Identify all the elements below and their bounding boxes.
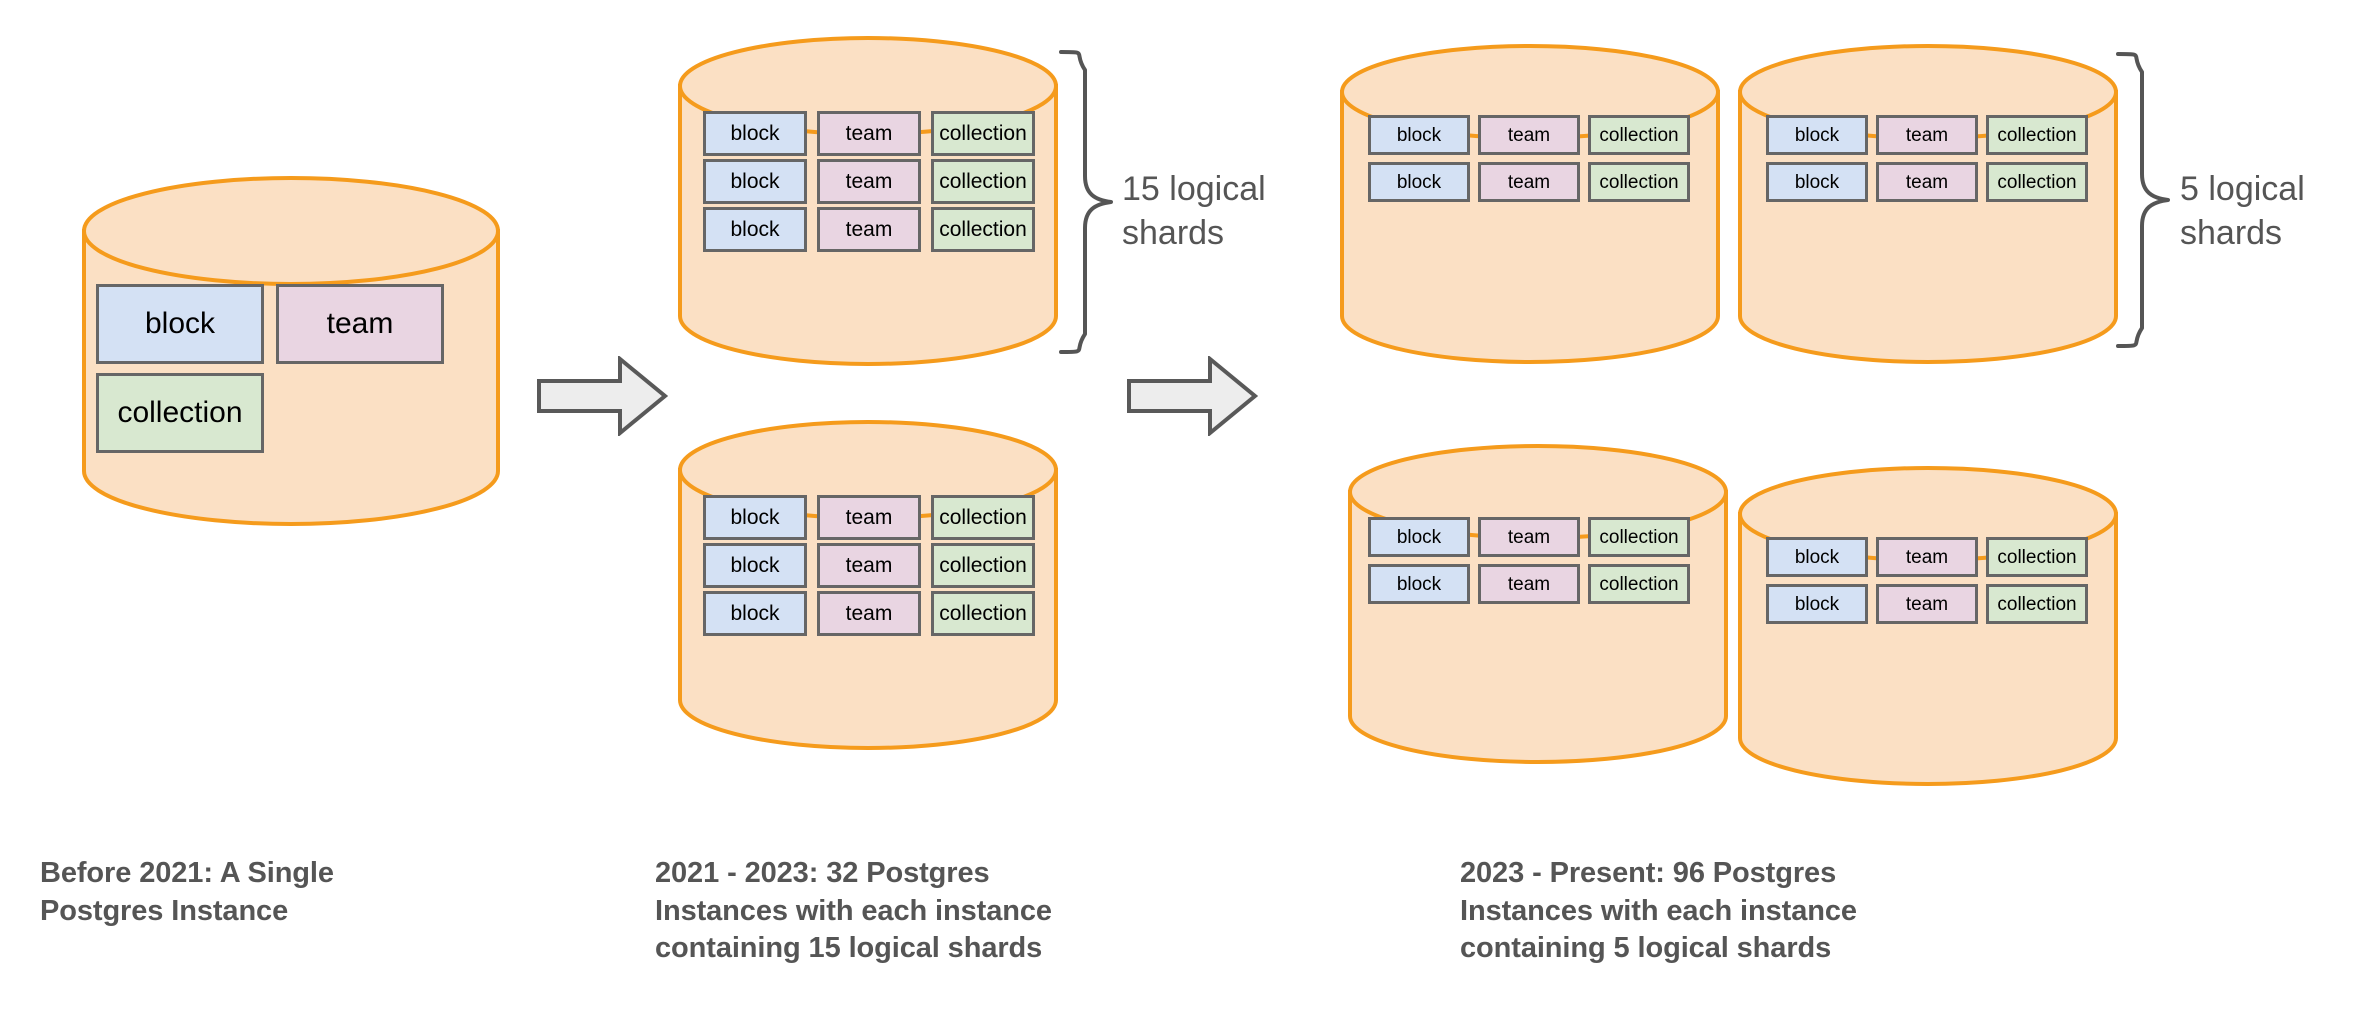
table-box-team: team <box>1478 115 1580 155</box>
brace-5-logical-shards <box>2112 50 2176 350</box>
table-box-collection: collection <box>931 591 1035 636</box>
shard-row: block team collection <box>678 591 1058 636</box>
cylinder-instance-5shards-c: block team collection block team collect… <box>1348 444 1728 764</box>
table-box-collection: collection <box>931 111 1035 156</box>
brace-15-logical-shards <box>1055 48 1119 356</box>
table-box-collection: collection <box>1986 537 2088 577</box>
shard-row: block team collection <box>678 159 1058 204</box>
caption-stage-2021-2023: 2021 - 2023: 32 Postgres Instances with … <box>655 857 1052 965</box>
shard-row: block team collection <box>1738 537 2118 577</box>
table-box-block: block <box>703 495 807 540</box>
table-box-collection: collection <box>931 207 1035 252</box>
table-box-collection: collection <box>1986 115 2088 155</box>
table-box-block: block <box>1368 564 1470 604</box>
shard-row: block team collection <box>678 111 1058 156</box>
shard-row: block team collection <box>1348 517 1728 557</box>
table-box-team: team <box>276 284 444 364</box>
table-box-collection: collection <box>931 159 1035 204</box>
table-box-block: block <box>1766 162 1868 202</box>
table-box-collection: collection <box>1986 162 2088 202</box>
table-box-team: team <box>1478 517 1580 557</box>
cylinder-shape <box>1340 44 1720 364</box>
table-box-block: block <box>703 591 807 636</box>
table-box-team: team <box>817 495 921 540</box>
cylinder-shape <box>1348 444 1728 764</box>
table-box-team: team <box>1876 115 1978 155</box>
table-box-team: team <box>817 543 921 588</box>
table-box-collection: collection <box>1588 564 1690 604</box>
table-box-collection: collection <box>931 495 1035 540</box>
table-box-block: block <box>1766 115 1868 155</box>
table-box-collection: collection <box>931 543 1035 588</box>
table-box-team: team <box>817 111 921 156</box>
table-box-block: block <box>703 111 807 156</box>
table-box-team: team <box>1478 564 1580 604</box>
table-box-collection: collection <box>1588 162 1690 202</box>
arrow-right-icon-2 <box>1126 354 1259 438</box>
shard-row: block team collection <box>1340 162 1720 202</box>
table-box-block: block <box>703 543 807 588</box>
table-box-collection: collection <box>1986 584 2088 624</box>
table-box-block: block <box>1766 537 1868 577</box>
shard-row: block team collection <box>1348 564 1728 604</box>
cylinder-instance-15shards-a: block team collection block team collect… <box>678 36 1058 366</box>
table-box-team: team <box>1876 537 1978 577</box>
shard-row: block team collection <box>678 543 1058 588</box>
brace-label-5-logical-shards: 5 logical shards <box>2180 170 2305 252</box>
cylinder-instance-5shards-b: block team collection block team collect… <box>1738 44 2118 364</box>
table-box-block: block <box>96 284 264 364</box>
table-box-team: team <box>1876 584 1978 624</box>
shard-row: block team collection <box>1340 115 1720 155</box>
table-box-block: block <box>1368 162 1470 202</box>
cylinder-shape <box>1738 466 2118 786</box>
shard-row: collection <box>96 373 514 453</box>
shard-row: block team collection <box>1738 162 2118 202</box>
table-box-block: block <box>703 207 807 252</box>
table-box-collection: collection <box>1588 517 1690 557</box>
table-box-team: team <box>1478 162 1580 202</box>
table-box-team: team <box>1876 162 1978 202</box>
cylinder-instance-5shards-d: block team collection block team collect… <box>1738 466 2118 786</box>
shard-row: block team collection <box>1738 584 2118 624</box>
table-box-block: block <box>1766 584 1868 624</box>
table-box-collection: collection <box>1588 115 1690 155</box>
shard-row: block team collection <box>1738 115 2118 155</box>
table-box-block: block <box>1368 517 1470 557</box>
cylinder-shape <box>1738 44 2118 364</box>
table-box-team: team <box>817 159 921 204</box>
cylinder-instance-5shards-a: block team collection block team collect… <box>1340 44 1720 364</box>
cylinder-instance-15shards-b: block team collection block team collect… <box>678 420 1058 750</box>
shard-row: block team <box>96 284 514 364</box>
caption-stage-before-2021: Before 2021: A Single Postgres Instance <box>40 857 334 927</box>
table-box-block: block <box>703 159 807 204</box>
table-box-collection: collection <box>96 373 264 453</box>
cylinder-single-instance: block team collection <box>82 176 500 526</box>
shard-row: block team collection <box>678 495 1058 540</box>
arrow-right-icon-1 <box>536 354 669 438</box>
table-box-block: block <box>1368 115 1470 155</box>
brace-label-15-logical-shards: 15 logical shards <box>1122 170 1266 252</box>
caption-stage-2023-present: 2023 - Present: 96 Postgres Instances wi… <box>1460 857 1857 965</box>
table-box-team: team <box>817 591 921 636</box>
table-box-team: team <box>817 207 921 252</box>
shard-row: block team collection <box>678 207 1058 252</box>
